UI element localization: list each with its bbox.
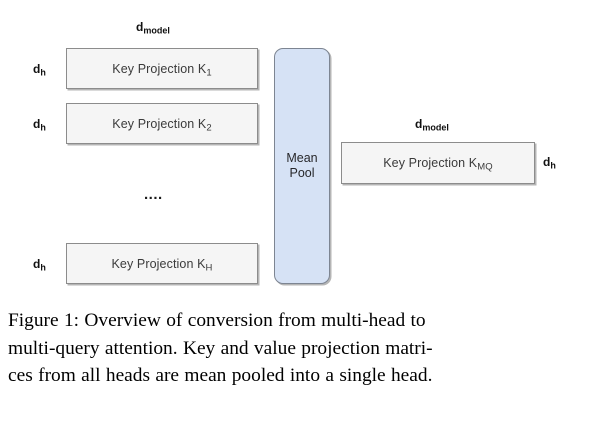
figure-diagram: dmodel dh Key Projection K1 dh Key Proje…: [33, 20, 556, 284]
caption-line-1: Figure 1: Overview of conversion from mu…: [8, 310, 426, 331]
key-projection-label-multi-query: Key Projection KMQ: [383, 156, 493, 173]
dh-1-base: d: [33, 62, 41, 76]
key-projection-box-head-1[interactable]: Key Projection K1: [66, 48, 258, 89]
kp2-sub: 2: [206, 122, 212, 134]
dh-H-base: d: [33, 257, 41, 271]
key-projection-label-head-2: Key Projection K2: [112, 116, 212, 134]
dimension-label-dh-head-H: dh: [33, 257, 46, 273]
dh-2-sub: h: [40, 122, 46, 133]
dh-2-base: d: [33, 117, 41, 131]
kp1-prefix: Key Projection K: [112, 61, 207, 76]
kp1-sub: 1: [206, 67, 212, 79]
mean-pool-block[interactable]: Mean Pool: [274, 48, 330, 284]
dh-mq-base: d: [543, 155, 551, 169]
dh-mq-sub: h: [550, 160, 556, 171]
mean-pool-label-line1: Mean: [286, 150, 318, 165]
dmodel-left-base: d: [136, 20, 144, 34]
caption-line-2: multi-query attention. Key and value pro…: [8, 337, 433, 359]
key-projection-box-head-H[interactable]: Key Projection KH: [66, 243, 258, 284]
dimension-label-dmodel-right: dmodel: [415, 117, 449, 133]
kpH-sub: H: [205, 262, 213, 274]
dmodel-left-sub: model: [143, 25, 170, 36]
kpH-prefix: Key Projection K: [111, 256, 206, 271]
caption-line-3: ces from all heads are mean pooled into …: [8, 365, 433, 386]
dimension-label-dh-multi-query: dh: [543, 155, 556, 171]
key-projection-box-head-2[interactable]: Key Projection K2: [66, 103, 258, 144]
dh-1-sub: h: [40, 67, 46, 78]
key-projection-label-head-H: Key Projection KH: [111, 256, 213, 274]
mean-pool-label-line2: Pool: [289, 166, 315, 180]
figure-caption: Figure 1: Overview of conversion from mu…: [8, 307, 604, 390]
dimension-label-dmodel-left: dmodel: [136, 20, 170, 36]
key-projection-box-multi-query[interactable]: Key Projection KMQ: [341, 142, 535, 184]
dmodel-right-sub: model: [422, 122, 449, 133]
ellipsis-indicator: ....: [144, 186, 163, 203]
key-projection-label-head-1: Key Projection K1: [112, 61, 212, 79]
dimension-label-dh-head-1: dh: [33, 62, 46, 78]
dmodel-right-base: d: [415, 117, 423, 131]
kp2-prefix: Key Projection K: [112, 116, 207, 131]
dh-H-sub: h: [40, 262, 46, 273]
kpmq-prefix: Key Projection K: [383, 156, 478, 170]
kpmq-sub: MQ: [477, 161, 493, 173]
dimension-label-dh-head-2: dh: [33, 117, 46, 133]
